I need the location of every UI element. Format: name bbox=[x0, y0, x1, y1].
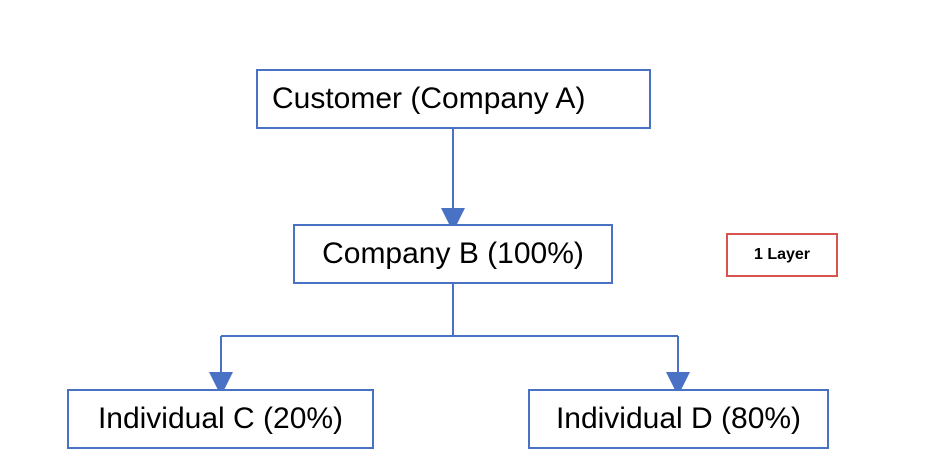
layer-count-label: 1 Layer bbox=[753, 246, 811, 263]
node-customer-label: Customer (Company A) bbox=[272, 82, 586, 115]
layer-count-tag: 1 Layer bbox=[726, 233, 838, 277]
node-company-b: Company B (100%) bbox=[293, 224, 613, 284]
node-individual-c-label: Individual C (20%) bbox=[97, 402, 344, 435]
node-individual-c: Individual C (20%) bbox=[67, 389, 374, 449]
node-individual-d: Individual D (80%) bbox=[528, 389, 829, 449]
node-company-b-label: Company B (100%) bbox=[322, 237, 584, 270]
node-customer-company-a: Customer (Company A) bbox=[256, 69, 651, 129]
node-individual-d-label: Individual D (80%) bbox=[555, 402, 802, 435]
